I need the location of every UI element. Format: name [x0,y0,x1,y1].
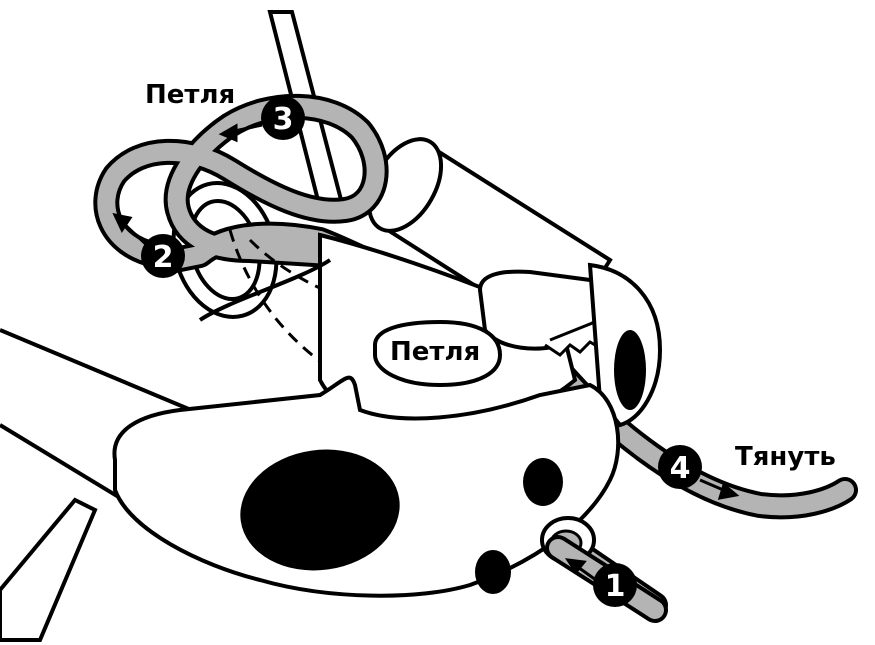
step-badge-2: 2 [141,234,185,278]
lower-strut [0,497,98,642]
loop-pad [373,319,503,388]
step-badge-3: 3 [261,96,305,140]
step-badge-1: 1 [593,563,637,607]
label-loop-top: Петля [145,80,235,110]
step-badge-4: 4 [658,445,702,489]
step-number: 3 [273,102,294,137]
step-number: 4 [670,451,691,486]
direction-arrows [112,123,740,592]
cam-jaw [477,262,663,428]
step-number: 1 [605,569,626,604]
label-loop-center: Петля [390,337,480,367]
step-number: 2 [153,240,174,275]
label-pull: Тянуть [735,442,836,472]
front-housing [112,375,621,598]
